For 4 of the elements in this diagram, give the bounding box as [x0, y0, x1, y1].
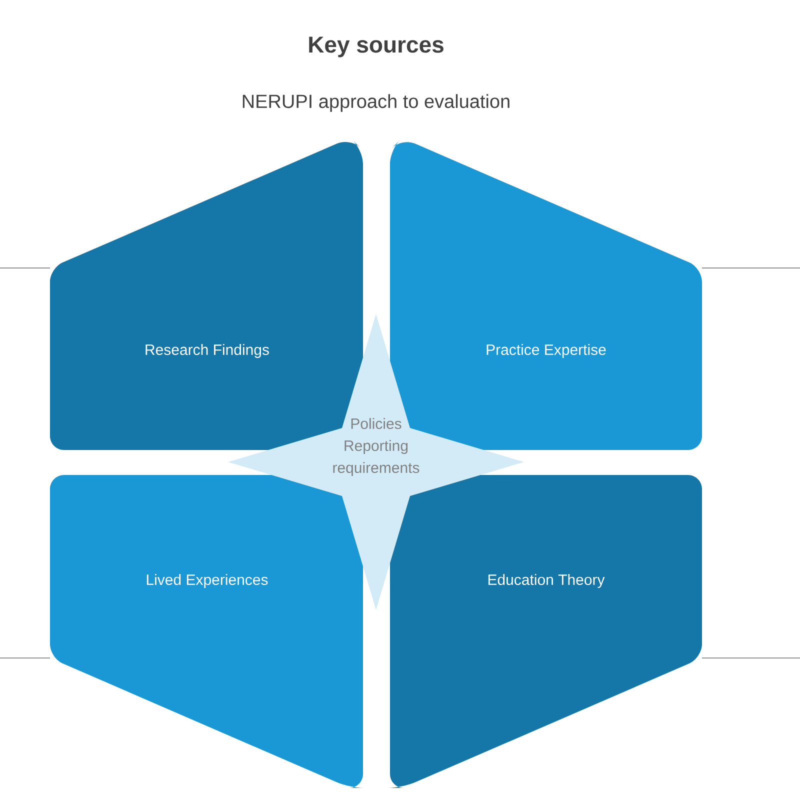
- title: Key sources: [309, 36, 444, 58]
- hexagon-panel: Lived Experiences: [50, 475, 364, 788]
- subtitle: NERUPI approach to evaluation: [242, 94, 510, 112]
- hexagon-panel: Education Theory: [388, 475, 702, 788]
